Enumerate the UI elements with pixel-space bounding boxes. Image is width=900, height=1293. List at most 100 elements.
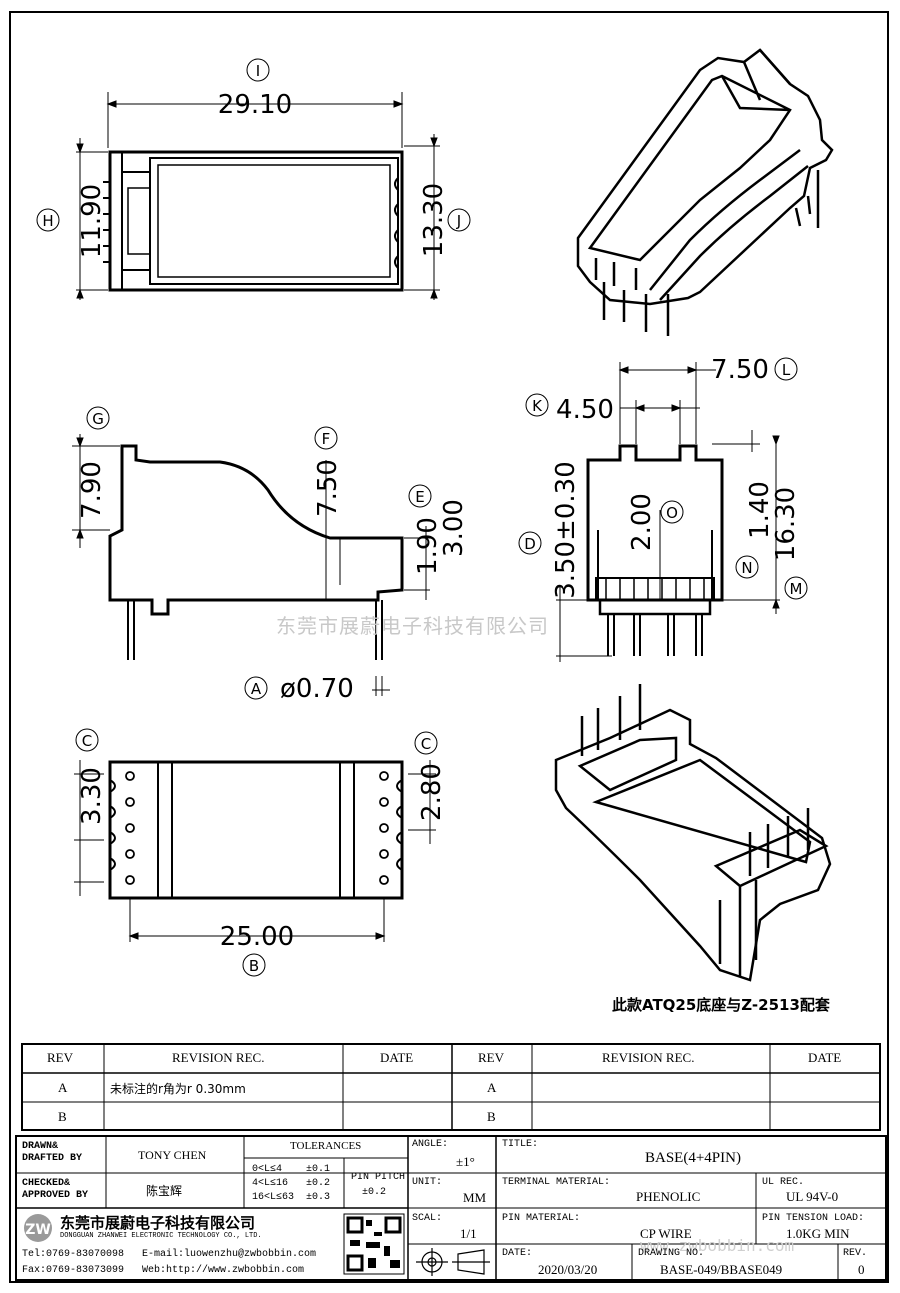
rev-header-rev2: REV — [478, 1050, 504, 1065]
letter-N: N — [735, 555, 759, 579]
svg-text:H: H — [42, 212, 53, 230]
letter-K: K — [525, 393, 549, 417]
svg-text:ZW: ZW — [25, 1222, 51, 1238]
qr-code — [343, 1213, 405, 1275]
front-view — [556, 362, 780, 662]
checked-by: 陈宝辉 — [146, 1184, 183, 1198]
drawn-label: DRAWN& DRAFTED BY — [22, 1141, 83, 1164]
bottom-view — [74, 760, 436, 942]
watermark-company: 东莞市展蔚电子科技有限公司 — [276, 614, 549, 638]
dim-N-value: 1.40 — [745, 481, 775, 539]
svg-text:E: E — [415, 488, 424, 506]
scale-label: SCAL: — [412, 1213, 443, 1224]
svg-text:J: J — [456, 212, 461, 230]
date-label: DATE: — [502, 1248, 533, 1259]
drawn-by: TONY CHEN — [138, 1148, 207, 1162]
projection-symbol-icon — [416, 1248, 490, 1276]
company-name-cn: 东莞市展蔚电子科技有限公司 — [60, 1214, 256, 1232]
top-view — [76, 92, 440, 300]
angle-label: ANGLE: — [412, 1139, 449, 1150]
watermark-url: www.zwbobbin.com — [640, 1236, 795, 1255]
svg-text:B: B — [249, 957, 259, 975]
rev-row-b: B — [58, 1109, 67, 1124]
dim-G-value: 7.90 — [77, 461, 107, 519]
scale-value: 1/1 — [460, 1226, 477, 1241]
rev-header-rec2: REVISION REC. — [602, 1050, 695, 1065]
bottom-view-pin-holes — [125, 771, 389, 885]
dim-A-value: ø0.70 — [280, 674, 354, 704]
tolerances-label: TOLERANCES — [290, 1140, 362, 1152]
rev-row-a-rec: 未标注的r角为r 0.30mm — [110, 1082, 246, 1096]
svg-text:A: A — [251, 680, 262, 698]
rev-header-date: DATE — [380, 1050, 414, 1065]
company-name-en: DONGGUAN ZHANWEI ELECTRONIC TECHNOLOGY C… — [60, 1232, 262, 1240]
dim-L-value: 7.50 — [711, 355, 769, 385]
company-email: E-mail:luowenzhu@zwbobbin.com — [142, 1249, 317, 1260]
svg-text:K: K — [532, 397, 543, 415]
pin-pitch-label: PIN PITCH — [351, 1172, 406, 1183]
svg-text:M: M — [790, 580, 803, 598]
company-tel: Tel:0769-83070098 — [22, 1249, 125, 1260]
iso-view-bottom — [554, 684, 832, 982]
svg-text:G: G — [92, 410, 104, 428]
dim-F-value: 7.50 — [313, 459, 343, 517]
title-block-grid — [15, 1135, 887, 1281]
sheet-border — [9, 11, 889, 1283]
dim-I-value: 29.10 — [218, 90, 292, 120]
tol-row-1: 0<L≤4 ±0.1 — [252, 1164, 331, 1175]
compatibility-note: 此款ATQ25底座与Z-2513配套 — [612, 996, 831, 1014]
tol-row-2: 4<L≤16 ±0.2 — [252, 1178, 331, 1189]
letter-C-right: C — [414, 731, 438, 755]
letter-G: G — [86, 406, 110, 430]
dim-O-value: 2.00 — [627, 493, 657, 551]
svg-text:F: F — [322, 430, 331, 448]
iso-view-top — [576, 48, 834, 336]
rev-row-a2: A — [487, 1080, 497, 1095]
svg-text:L: L — [782, 361, 791, 379]
dim-M-value: 16.30 — [771, 487, 801, 561]
terminal-value: PHENOLIC — [636, 1189, 701, 1204]
letter-O: O — [660, 500, 684, 524]
title-value: BASE(4+4PIN) — [645, 1150, 741, 1166]
company-logo: ZW — [24, 1214, 52, 1242]
title-label: TITLE: — [502, 1139, 539, 1150]
revision-table-grid — [21, 1043, 881, 1131]
svg-text:N: N — [741, 559, 752, 577]
dim-E1-value: 1.90 — [413, 517, 443, 575]
letter-A: A — [244, 676, 268, 700]
letter-E: E — [408, 484, 432, 508]
pin-pitch-value: ±0.2 — [362, 1187, 387, 1198]
letter-I: I — [246, 58, 270, 82]
pin-material-value: CP WIRE — [640, 1226, 692, 1241]
svg-text:O: O — [666, 504, 678, 522]
dim-K-value: 4.50 — [556, 395, 614, 425]
dim-B-value: 25.00 — [220, 922, 294, 952]
rev-row-b2: B — [487, 1109, 496, 1124]
tension-value: 1.0KG MIN — [786, 1226, 850, 1241]
dim-C2-value: 2.80 — [417, 763, 447, 821]
letter-C-left: C — [75, 728, 99, 752]
dim-C1-value: 3.30 — [77, 767, 107, 825]
angle-value: ±1° — [456, 1154, 475, 1169]
tol-row-3: 16<L≤63 ±0.3 — [252, 1192, 331, 1203]
checked-label: CHECKED& APPROVED BY — [22, 1178, 89, 1201]
pin-material-label: PIN MATERIAL: — [502, 1213, 581, 1224]
drawing-no-value: BASE-049/BBASE049 — [660, 1262, 783, 1277]
letter-J: J — [447, 208, 471, 232]
letter-F: F — [314, 426, 338, 450]
terminal-label: TERMINAL MATERIAL: — [502, 1177, 611, 1188]
svg-text:I: I — [256, 62, 260, 80]
rev-header-rec: REVISION REC. — [172, 1050, 265, 1065]
rev-label: REV. — [843, 1248, 868, 1259]
letter-D: D — [518, 531, 542, 555]
rev-row-a: A — [58, 1080, 68, 1095]
dim-D-value: 3.50±0.30 — [551, 461, 581, 599]
company-fax: Fax:0769-83073099 — [22, 1265, 125, 1276]
letter-L: L — [774, 357, 798, 381]
letter-H: H — [36, 208, 60, 232]
rev-header-rev: REV — [47, 1050, 73, 1065]
rev-header-date2: DATE — [808, 1050, 842, 1065]
ul-label: UL REC. — [762, 1177, 805, 1188]
unit-value: MM — [463, 1190, 487, 1205]
